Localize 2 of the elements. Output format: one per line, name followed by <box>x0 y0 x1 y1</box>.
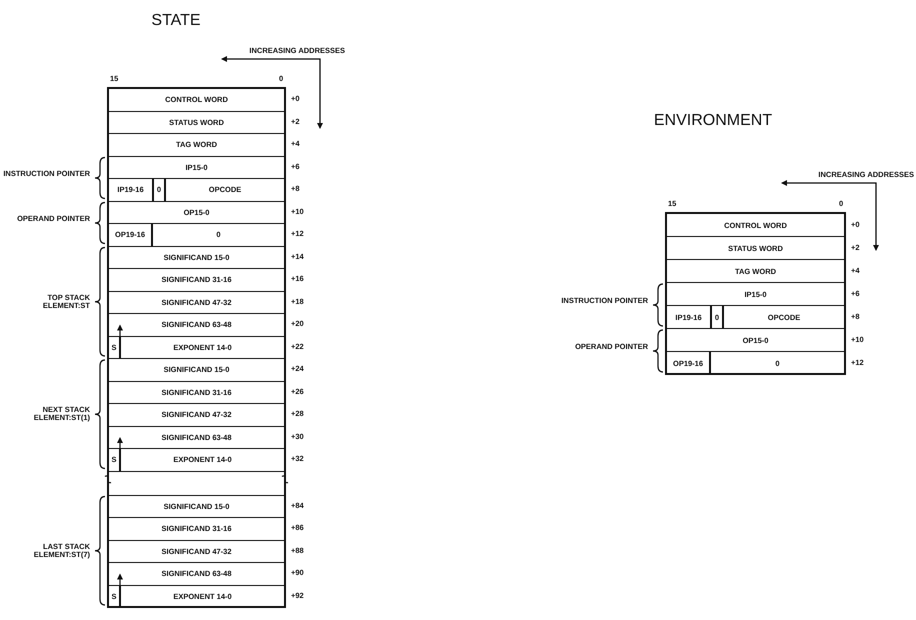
section-title: ENVIRONMENT <box>654 112 772 130</box>
section-title: STATE <box>151 12 201 30</box>
